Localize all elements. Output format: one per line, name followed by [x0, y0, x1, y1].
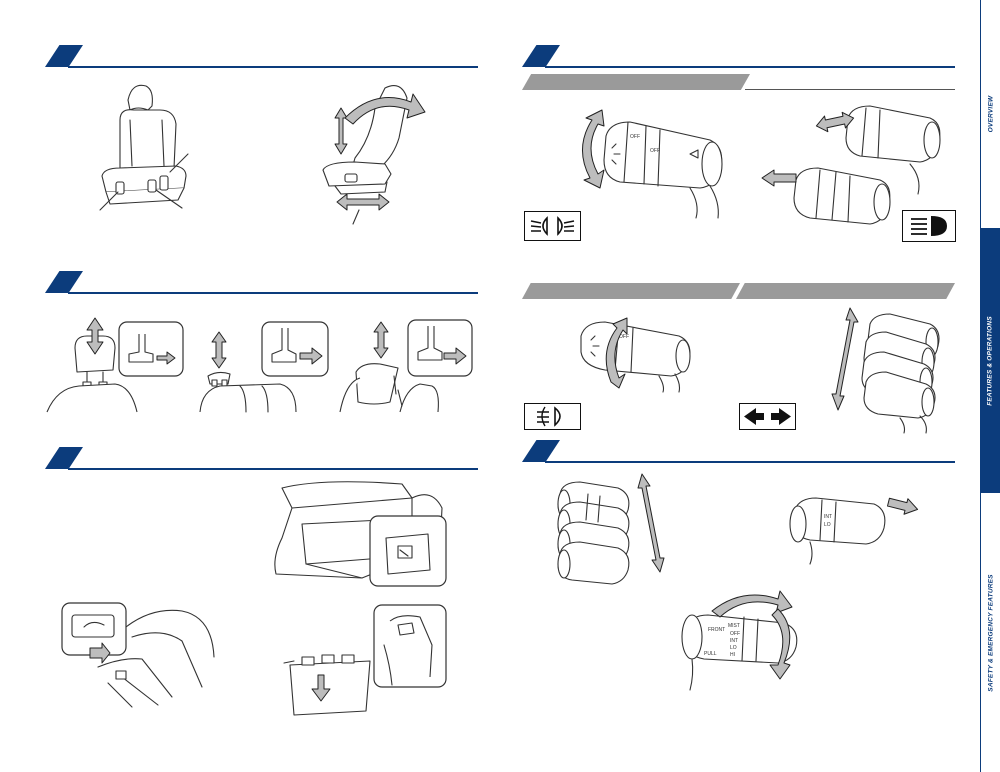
- wiper-mist-text: MIST: [728, 623, 740, 629]
- side-tab-safety[interactable]: SAFETY & EMERGENCY FEATURES: [980, 493, 1000, 772]
- fog-lever-off-text: OFF: [619, 334, 629, 340]
- seat-illustration: [99, 84, 189, 211]
- section-rule-trunk: [68, 468, 478, 470]
- seat-adjust-illustration: [322, 85, 426, 225]
- wiper-lever-illustration: FRONT PULL MIST OFF INT LO HI: [681, 590, 798, 691]
- subheader-rule-headlights: [745, 89, 955, 90]
- high-beam-icon: [902, 210, 956, 242]
- trunk-open-illustration: [274, 481, 447, 587]
- head-restraint-third-illustration: [339, 319, 473, 413]
- side-tab-safety-label: SAFETY & EMERGENCY FEATURES: [987, 573, 995, 692]
- section-tab-headlights: [522, 45, 560, 67]
- fog-lamp-lever-illustration: OFF: [580, 317, 691, 393]
- turn-signal-icon: [739, 403, 796, 430]
- wiper-int-text: INT: [730, 638, 738, 644]
- lever-off-text-1: OFF: [630, 134, 640, 140]
- section-tab-head-restraints: [45, 271, 83, 293]
- subheader-band-fog: [522, 283, 740, 299]
- fog-lamp-icon: [524, 403, 581, 430]
- washer-int-text: INT: [824, 514, 832, 520]
- wiper-lo-text: LO: [730, 645, 737, 651]
- side-tab-overview[interactable]: OVERVIEW: [980, 0, 1000, 228]
- section-rule-wipers: [545, 461, 955, 463]
- section-rule-seats: [68, 66, 478, 68]
- headlight-high-beam-illustration: [761, 105, 941, 225]
- wiper-washer-illustration: INT LO: [789, 497, 919, 565]
- wiper-front-text: FRONT: [708, 627, 725, 633]
- subheader-band-headlights: [522, 74, 750, 90]
- section-rule-headlights: [545, 66, 955, 68]
- lever-off-text-2: OFF: [650, 148, 660, 154]
- turn-signal-lever-illustration: [831, 307, 940, 434]
- head-restraint-rear-illustration: [199, 321, 329, 413]
- wiper-lever-stack-illustration: [557, 473, 665, 585]
- low-beam-icon: [524, 211, 581, 241]
- trunk-release-illustration: [61, 602, 215, 708]
- washer-lo-text: LO: [824, 522, 831, 528]
- wiper-off-text: OFF: [730, 631, 740, 637]
- wiper-hi-text: HI: [730, 652, 735, 658]
- section-tab-wipers: [522, 440, 560, 462]
- headlight-lever-illustration: OFF OFF: [581, 109, 723, 219]
- rear-seat-fold-illustration: [283, 604, 447, 716]
- section-tab-seats: [45, 45, 83, 67]
- side-tab-features[interactable]: FEATURES & OPERATIONS: [980, 228, 1000, 493]
- section-tab-trunk: [45, 447, 83, 469]
- wiper-pull-text: PULL: [704, 651, 717, 657]
- side-tab-features-label: FEATURES & OPERATIONS: [986, 315, 994, 406]
- side-tab-overview-label: OVERVIEW: [987, 95, 995, 133]
- head-restraint-front-illustration: [46, 317, 184, 413]
- section-rule-head-restraints: [68, 292, 478, 294]
- subheader-band-turn: [736, 283, 955, 299]
